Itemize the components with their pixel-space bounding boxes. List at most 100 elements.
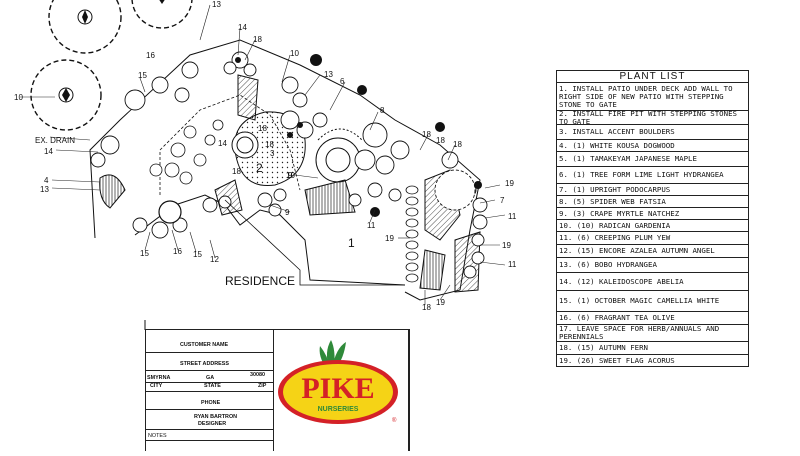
form-rule [146,429,273,430]
logo-subtext: NURSERIES [318,406,359,413]
state-value: GA [206,375,215,381]
shrub-symbols [90,51,488,279]
plant-tag: 14 [218,139,227,148]
plant-list-item: 12. (15) ENCORE AZALEA AUTUMN ANGEL [557,245,748,258]
customer-info-form: CUSTOMER NAME STREET ADDRESS SMYRNA GA 3… [146,330,274,451]
plant-list-item: 5. (1) TAMAKEYAM JAPANESE MAPLE [557,152,748,167]
plant-list-item: 6. (1) TREE FORM LIME LIGHT HYDRANGEA [557,167,748,184]
form-rule [146,391,273,392]
plant-tag: 19 [502,241,511,250]
plant-tag: 10 [286,171,295,180]
plant-list-item: 14. (12) KALEIDOSCOPE ABELIA [557,273,748,291]
plant-tag: 18 [436,136,445,145]
plant-tag: 11 [367,221,376,230]
accent-plants [235,54,482,217]
plant-tag: 16 [146,51,155,60]
form-rule [146,409,273,410]
title-block-divider [408,330,409,451]
plant-tag: 14 [44,147,53,156]
plant-tag: 18 [265,140,274,149]
pike-nurseries-logo: PIKE NURSERIES ® [278,340,398,424]
plant-list-item: 3. INSTALL ACCENT BOULDERS [557,125,748,140]
plant-tag: 11 [508,212,517,221]
designer-name: RYAN BARTRON [194,414,238,420]
plant-tag: 12 [210,255,219,264]
plant-tag: 18 [253,35,262,44]
plant-tag: 18 [453,140,462,149]
plant-list-table: PLANT LIST 1. INSTALL PATIO UNDER DECK A… [556,70,749,367]
logo-area: PIKE NURSERIES ® [274,330,409,451]
plant-tag: 18 [422,303,431,312]
plant-tag: 6 [340,77,345,86]
plant-tag: 18 [232,167,241,176]
plant-tag: 11 [508,260,517,269]
plant-tag: 7 [500,196,505,205]
form-rule [146,382,273,383]
notes-label: NOTES [148,433,167,439]
plant-list-item: 1. INSTALL PATIO UNDER DECK ADD WALL TO … [557,83,748,111]
plant-tag: 19 [385,234,394,243]
plant-tag: 19 [505,179,514,188]
title-block: CUSTOMER NAME STREET ADDRESS SMYRNA GA 3… [145,329,410,451]
plant-tag: 10 [290,49,299,58]
plant-list-rows: 1. INSTALL PATIO UNDER DECK ADD WALL TO … [557,83,748,366]
plant-list-item: 10. (10) RADICAN GARDENIA [557,220,748,232]
plant-list-item: 7. (1) UPRIGHT PODOCARPUS [557,184,748,196]
street-address-label: STREET ADDRESS [180,361,229,367]
plant-tag: 4 [44,176,49,185]
plant-tag: 13 [40,185,49,194]
plant-list-item: 17. LEAVE SPACE FOR HERB/ANNUALS AND PER… [557,325,748,342]
plant-tag: 13 [212,0,221,9]
designer-label: DESIGNER [198,421,227,427]
stepping-stones [149,119,419,283]
area-label-1: 1 [348,236,355,250]
form-rule [146,352,273,353]
plant-list-item: 4. (1) WHITE KOUSA DOGWOOD [557,140,748,152]
plant-tag: 16 [173,247,182,256]
plant-list-item: 2. INSTALL FIRE PIT WITH STEPPING STONES… [557,109,748,125]
plant-list-item: 15. (1) OCTOBER MAGIC CAMELLIA WHITE [557,291,748,312]
state-label: STATE [204,383,221,389]
customer-name-label: CUSTOMER NAME [180,342,229,348]
plant-list-item: 16. (6) FRAGRANT TEA OLIVE [557,312,748,325]
large-tree-cluster [30,0,193,131]
plant-tag: 13 [324,70,333,79]
plant-tag: 8 [380,106,385,115]
plant-list-item: 8. (5) SPIDER WEB FATSIA [557,196,748,208]
zip-value: 30080 [250,372,265,378]
plant-list-item: 9. (3) CRAPE MYRTLE NATCHEZ [557,208,748,220]
callout-lines [20,4,506,305]
plant-tag: 15 [140,249,149,258]
plant-tag: 18 [258,124,267,133]
plant-tag: 15 [138,71,147,80]
plant-tag: 10 [14,93,23,102]
city-value: SMYRNA [147,375,171,381]
plant-tag: 19 [436,298,445,307]
ex-drain-label: EX. DRAIN [35,136,75,145]
plant-tag: 15 [193,250,202,259]
residence-outline [144,199,405,330]
city-label: CITY [150,383,163,389]
plant-list-item: 11. (6) CREEPING PLUM YEW [557,232,748,245]
area-label-3: 3 [270,149,275,158]
logo-text: PIKE [301,372,374,405]
fire-pit-patio [231,111,363,187]
plant-list-item: 19. (26) SWEET FLAG ACORUS [559,355,675,365]
hatched-beds [99,74,481,293]
zip-label: ZIP [258,383,267,389]
plant-tag: 18 [422,130,431,139]
logo-yellow-oval [283,364,393,420]
plant-tag: 14 [238,23,247,32]
plant-tag: 9 [288,171,293,180]
plant-tag-labels: 10 14 4 13 13 14 18 16 15 10 13 6 8 18 1… [14,0,517,312]
plant-list-item: 18. (15) AUTUMN FERN [557,342,748,355]
plant-tag: 9 [285,208,290,217]
form-rule [146,370,273,371]
area-label-2: 2 [256,161,263,175]
plant-list-item: 13. (6) BOBO HYDRANGEA [557,258,748,273]
plant-list-title: PLANT LIST [557,71,748,83]
residence-label: RESIDENCE [225,274,295,288]
form-rule [146,440,273,441]
registered-mark: ® [392,417,397,424]
